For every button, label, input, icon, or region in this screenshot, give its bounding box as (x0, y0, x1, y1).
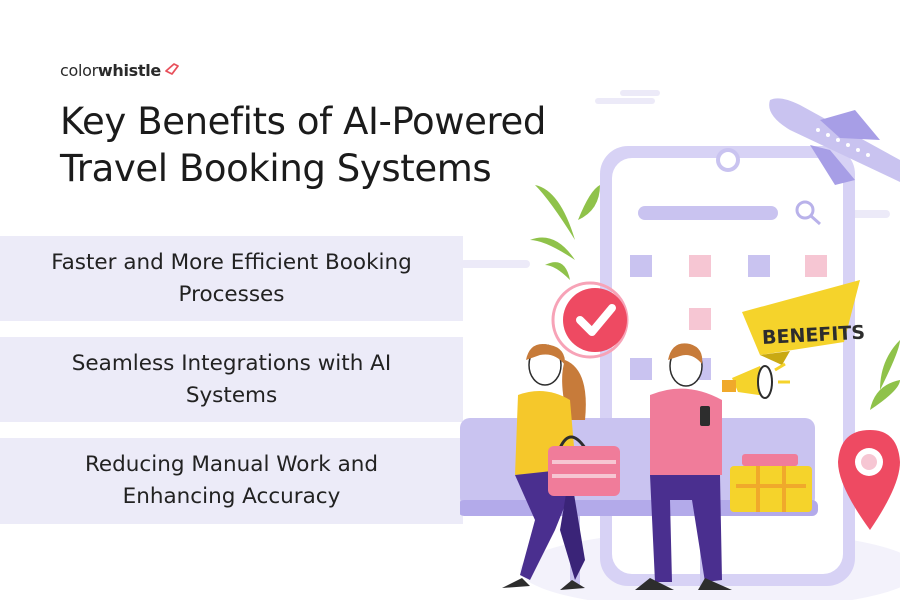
title-line-2: Travel Booking Systems (60, 147, 492, 190)
benefit-1-line-1: Faster and More Efficient Booking (51, 249, 412, 275)
brand-logo: color whistle (60, 61, 180, 80)
benefits-banner: BENEFITS (742, 280, 866, 365)
whistle-icon (165, 62, 179, 75)
benefit-3-line-1: Reducing Manual Work and (84, 452, 379, 477)
benefit-card-2: Seamless Integrations with AI Systems (0, 337, 463, 422)
suitcase-icon (730, 454, 812, 512)
benefit-card-3: Reducing Manual Work and Enhancing Accur… (0, 438, 463, 524)
benefit-2-line-1: Seamless Integrations with AI (71, 350, 392, 376)
checkmark-bubble-icon (551, 281, 629, 359)
benefit-3-line-2: Enhancing Accuracy (122, 484, 341, 509)
man-traveler-icon (635, 343, 732, 590)
airplane-icon (769, 98, 900, 185)
travel-booking-illustration: BENEFITS (460, 90, 900, 600)
page-title: Key Benefits of AI-Powered Travel Bookin… (60, 98, 580, 192)
handbag-icon (548, 435, 620, 496)
location-pin-icon (838, 430, 900, 530)
phone-icon (600, 146, 855, 586)
brand-part-color: color (60, 61, 98, 80)
brand-part-whistle: whistle (97, 61, 161, 80)
title-line-1: Key Benefits of AI-Powered (60, 100, 546, 143)
banner-text: BENEFITS (762, 322, 866, 349)
plant-left-icon (530, 185, 600, 280)
megaphone-icon (722, 362, 790, 399)
benefit-2-line-2: Systems (185, 382, 278, 408)
benefit-card-1: Faster and More Efficient Booking Proces… (0, 236, 463, 321)
plant-right-icon (870, 340, 900, 410)
benefit-1-line-2: Processes (178, 281, 285, 307)
